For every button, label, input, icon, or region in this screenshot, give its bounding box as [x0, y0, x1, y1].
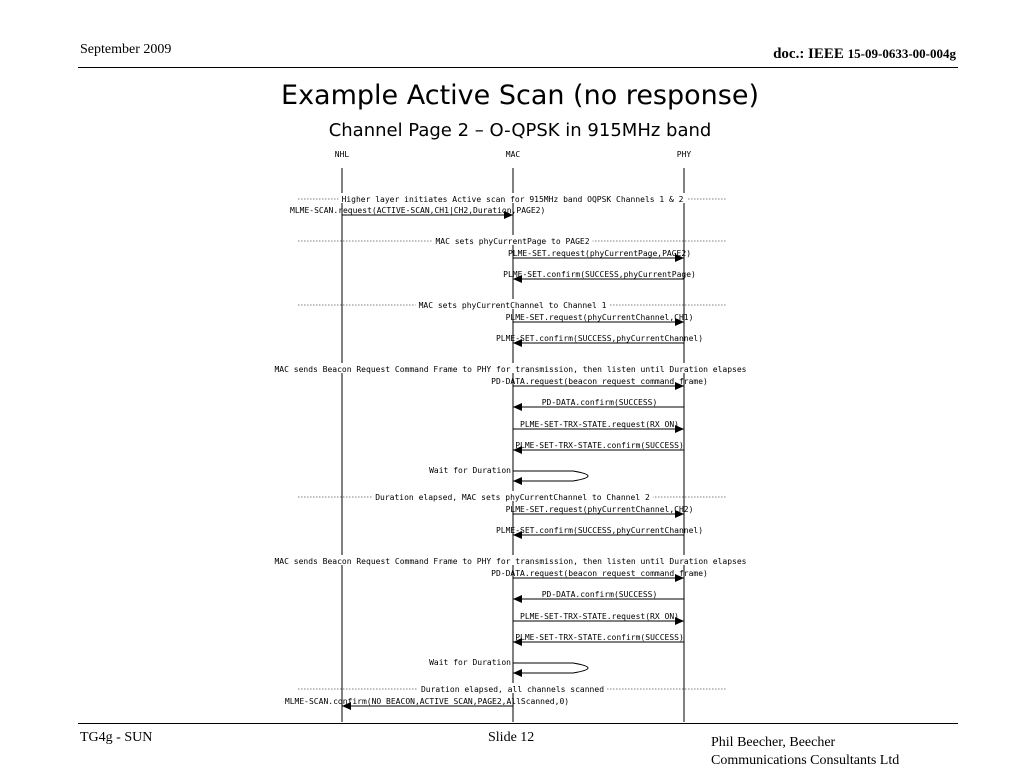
slide-subtitle: Channel Page 2 – O-QPSK in 915MHz band [328, 120, 712, 141]
message-label: PLME-SET-TRX-STATE.confirm(SUCCESS) [515, 441, 684, 450]
note-text: Duration elapsed, all channels scanned [421, 685, 604, 694]
doc-prefix: doc.: IEEE [773, 46, 848, 62]
self-message-label: Wait for Duration [429, 466, 511, 475]
arrowhead [513, 595, 522, 603]
note-text: MAC sends Beacon Request Command Frame t… [274, 365, 746, 374]
self-message-label: Wait for Duration [429, 658, 511, 667]
arrowhead [675, 425, 684, 433]
note-backing [372, 491, 653, 501]
message-label: PD-DATA.request(beacon_request_command_f… [491, 569, 708, 578]
note-text: Duration elapsed, MAC sets phyCurrentCha… [375, 493, 650, 502]
slide-title: Example Active Scan (no response) [281, 80, 759, 111]
arrowhead [513, 403, 522, 411]
message-label: PLME-SET.request(phyCurrentChannel,CH1) [506, 313, 694, 322]
arrowhead [513, 669, 522, 677]
note-text: MAC sets phyCurrentChannel to Channel 1 [419, 301, 607, 310]
note-backing [271, 363, 750, 373]
arrowhead [504, 211, 513, 219]
footer-author: Phil Beecher, Beecher Communications Con… [711, 734, 899, 770]
header-rule [78, 67, 958, 68]
note-backing [415, 299, 610, 309]
message-label: PLME-SET-TRX-STATE.confirm(SUCCESS) [515, 633, 684, 642]
message-label: PLME-SET.confirm(SUCCESS,phyCurrentPage) [503, 270, 696, 279]
message-label: PLME-SET.confirm(SUCCESS,phyCurrentChann… [496, 334, 703, 343]
note-text: Higher layer initiates Active scan for 9… [342, 195, 684, 204]
author-line-1: Phil Beecher, Beecher [711, 735, 836, 750]
arrowhead [513, 477, 522, 485]
note-backing [338, 193, 687, 203]
message-label: PLME-SET.confirm(SUCCESS,phyCurrentChann… [496, 526, 703, 535]
lifeline-label-phy: PHY [677, 150, 692, 159]
note-text: MAC sends Beacon Request Command Frame t… [274, 557, 746, 566]
arrowhead [342, 702, 351, 710]
message-label: PLME-SET-TRX-STATE.request(RX_ON) [520, 612, 679, 621]
author-line-2: Communications Consultants Ltd [711, 753, 900, 768]
slide-number: Slide 12 [488, 730, 535, 745]
arrowhead [513, 531, 522, 539]
message-label: MLME-SCAN.confirm(NO_BEACON,ACTIVE_SCAN,… [285, 697, 569, 706]
arrowhead [675, 574, 684, 582]
arrowhead [675, 617, 684, 625]
self-message-loop [513, 470, 589, 482]
footer-rule [78, 723, 958, 724]
self-message-loop [513, 662, 589, 674]
message-label: PLME-SET.request(phyCurrentPage,PAGE2) [508, 249, 691, 258]
note-backing [417, 683, 608, 693]
arrowhead [675, 510, 684, 518]
message-label: PD-DATA.request(beacon_request_command_f… [491, 377, 708, 386]
arrowhead [513, 638, 522, 646]
message-label: PD-DATA.confirm(SUCCESS) [542, 398, 658, 407]
doc-number: 15-09-0633-00-004g [847, 46, 956, 61]
header-doc-id: doc.: IEEE 15-09-0633-00-004g [773, 46, 956, 63]
message-label: PLME-SET.request(phyCurrentChannel,CH2) [506, 505, 694, 514]
arrowhead [675, 254, 684, 262]
lifeline-label-mac: MAC [506, 150, 521, 159]
arrowhead [675, 382, 684, 390]
message-label: PLME-SET-TRX-STATE.request(RX_ON) [520, 420, 679, 429]
message-label: MLME-SCAN.request(ACTIVE-SCAN,CH1|CH2,Du… [290, 206, 545, 215]
lifeline-label-nhl: NHL [335, 150, 350, 159]
arrowhead [513, 339, 522, 347]
footer-left: TG4g - SUN [80, 730, 153, 745]
arrowhead [675, 318, 684, 326]
note-text: MAC sets phyCurrentPage to PAGE2 [435, 237, 589, 246]
note-backing [432, 235, 593, 245]
arrowhead [513, 275, 522, 283]
arrowhead [513, 446, 522, 454]
message-label: PD-DATA.confirm(SUCCESS) [542, 590, 658, 599]
note-backing [271, 555, 750, 565]
header-date: September 2009 [80, 42, 172, 57]
